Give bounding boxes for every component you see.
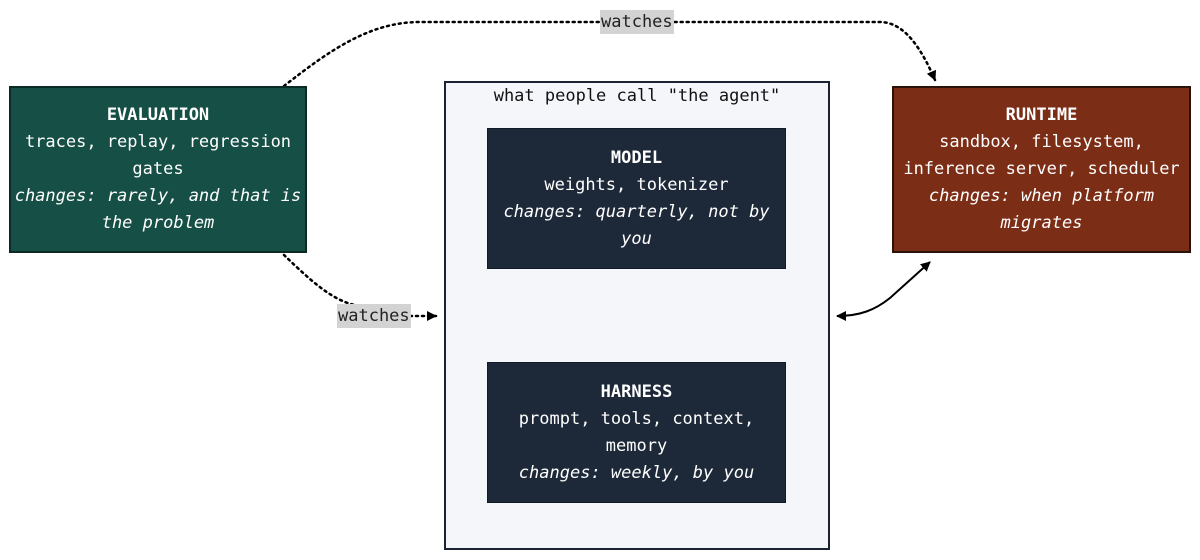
model-desc-line1: weights, tokenizer [544,174,729,195]
runtime-node: RUNTIME sandbox, filesystem, inference s… [892,86,1191,253]
model-title: MODEL [610,147,663,168]
harness-changes-line1: changes: weekly, by you [518,462,755,483]
evaluation-desc-line2: gates [132,159,184,179]
agent-container-caption: what people call "the agent" [493,86,781,106]
model-changes-line1: changes: quarterly, not by [503,201,770,222]
evaluation-desc-line1: traces, replay, regression [24,132,292,152]
evaluation-title: EVALUATION [106,105,210,125]
edge-label-watches-top: watches [600,10,674,34]
runtime-desc-line1: sandbox, filesystem, [939,132,1144,152]
runtime-title: RUNTIME [1005,105,1078,125]
harness-desc-line1: prompt, tools, context, [518,408,755,429]
edge-eval-to-runtime [282,20,937,88]
harness-node: HARNESS prompt, tools, context, memory c… [487,362,786,503]
edge-agent-runtime [836,261,931,321]
model-node: MODEL weights, tokenizer changes: quarte… [487,128,786,269]
runtime-desc-line2: inference server, scheduler [903,159,1180,179]
evaluation-changes-line2: the problem [101,213,215,233]
runtime-changes-line2: migrates [1000,213,1083,233]
model-changes-line2: you [621,228,652,249]
harness-desc-line2: memory [605,435,668,456]
evaluation-node: EVALUATION traces, replay, regression ga… [9,86,307,253]
edge-eval-to-agent [282,253,438,321]
evaluation-changes-line1: changes: rarely, and that is [14,186,302,206]
runtime-changes-line1: changes: when platform [928,186,1155,206]
edge-label-watches-left: watches [337,304,411,328]
harness-title: HARNESS [600,381,673,402]
